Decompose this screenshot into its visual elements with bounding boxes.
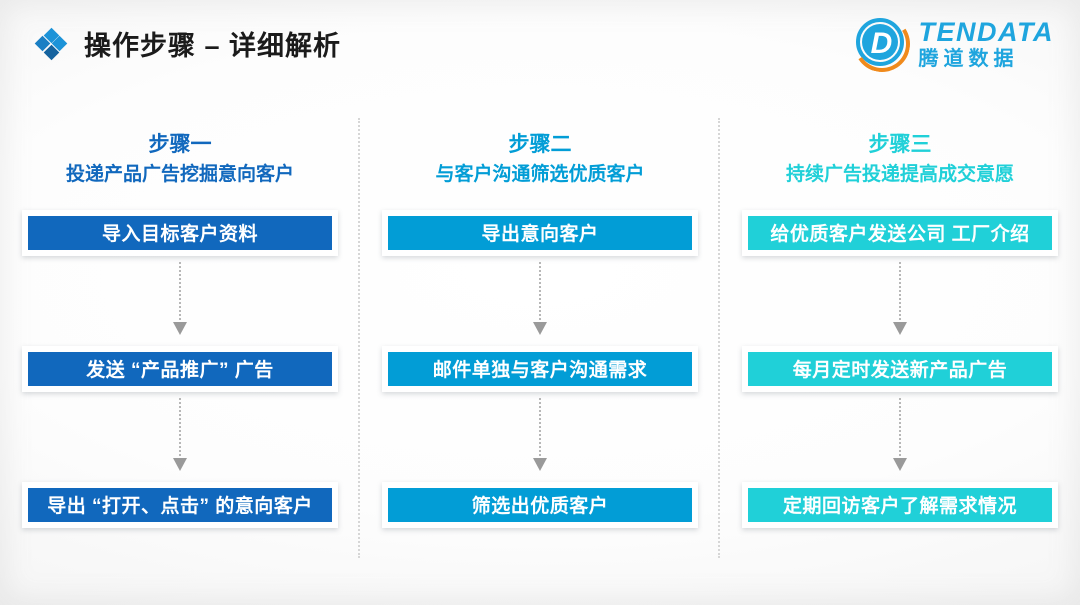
step-box-list-1: 导入目标客户资料 发送 “产品推广” 广告 导出 “打开、点击” 的意向客户 bbox=[22, 209, 338, 528]
step-column-3: 步骤三 持续广告投递提高成交意愿 给优质客户发送公司 工厂介绍 每月定时发送新产… bbox=[720, 132, 1080, 528]
step-column-1: 步骤一 投递产品广告挖掘意向客户 导入目标客户资料 发送 “产品推广” 广告 导… bbox=[0, 118, 360, 558]
arrow-connector-3-2 bbox=[893, 392, 907, 482]
step-subtitle-2: 与客户沟通筛选优质客户 bbox=[435, 164, 645, 186]
tendata-logo-icon: D bbox=[848, 10, 915, 78]
step-box-list-2: 导出意向客户 邮件单独与客户沟通需求 筛选出优质客户 bbox=[382, 209, 698, 528]
step-label-2: 步骤二 bbox=[508, 133, 572, 156]
arrow-connector-2-2 bbox=[533, 392, 547, 482]
arrow-connector-2-1 bbox=[533, 256, 547, 346]
step-box-2-2[interactable]: 邮件单独与客户沟通需求 bbox=[382, 345, 698, 392]
page-title: 操作步骤 – 详细解析 bbox=[84, 31, 342, 61]
column-divider-1 bbox=[358, 118, 360, 558]
step-box-2-1[interactable]: 导出意向客户 bbox=[382, 209, 698, 256]
diamond-cluster-icon bbox=[34, 27, 68, 61]
logo-name-en: TENDATA bbox=[918, 17, 1054, 48]
step-column-2: 步骤二 与客户沟通筛选优质客户 导出意向客户 邮件单独与客户沟通需求 筛选出优质… bbox=[360, 118, 720, 558]
arrow-connector-1-1 bbox=[173, 256, 187, 346]
step-label-3: 步骤三 bbox=[868, 133, 932, 156]
column-divider-2 bbox=[718, 118, 720, 558]
arrow-down-icon bbox=[533, 457, 547, 471]
step-subtitle-1: 投递产品广告挖掘意向客户 bbox=[65, 164, 294, 186]
arrow-connector-3-1 bbox=[893, 256, 907, 346]
step-box-3-2[interactable]: 每月定时发送新产品广告 bbox=[742, 345, 1058, 392]
step-label-1: 步骤一 bbox=[148, 133, 212, 156]
step-box-list-3: 给优质客户发送公司 工厂介绍 每月定时发送新产品广告 定期回访客户了解需求情况 bbox=[742, 209, 1058, 528]
arrow-down-icon bbox=[893, 457, 907, 471]
arrow-connector-1-2 bbox=[173, 392, 187, 482]
arrow-down-icon bbox=[893, 321, 907, 335]
logo-letter: D bbox=[870, 27, 893, 60]
brand-logo: D TENDATA 腾道数据 bbox=[848, 10, 1054, 78]
step-box-3-1[interactable]: 给优质客户发送公司 工厂介绍 bbox=[742, 209, 1058, 256]
logo-name-cn: 腾道数据 bbox=[918, 47, 1019, 70]
arrow-down-icon bbox=[533, 321, 547, 335]
step-box-3-3[interactable]: 定期回访客户了解需求情况 bbox=[742, 481, 1058, 528]
step-subtitle-3: 持续广告投递提高成交意愿 bbox=[785, 164, 1014, 186]
step-box-2-3[interactable]: 筛选出优质客户 bbox=[382, 481, 698, 528]
step-box-1-2[interactable]: 发送 “产品推广” 广告 bbox=[22, 345, 338, 392]
step-box-1-1[interactable]: 导入目标客户资料 bbox=[22, 209, 338, 256]
step-box-1-3[interactable]: 导出 “打开、点击” 的意向客户 bbox=[22, 481, 338, 528]
slide-header: 操作步骤 – 详细解析 bbox=[34, 24, 341, 63]
arrow-down-icon bbox=[173, 457, 187, 471]
arrow-down-icon bbox=[173, 321, 187, 335]
steps-container: 步骤一 投递产品广告挖掘意向客户 导入目标客户资料 发送 “产品推广” 广告 导… bbox=[0, 118, 1080, 558]
